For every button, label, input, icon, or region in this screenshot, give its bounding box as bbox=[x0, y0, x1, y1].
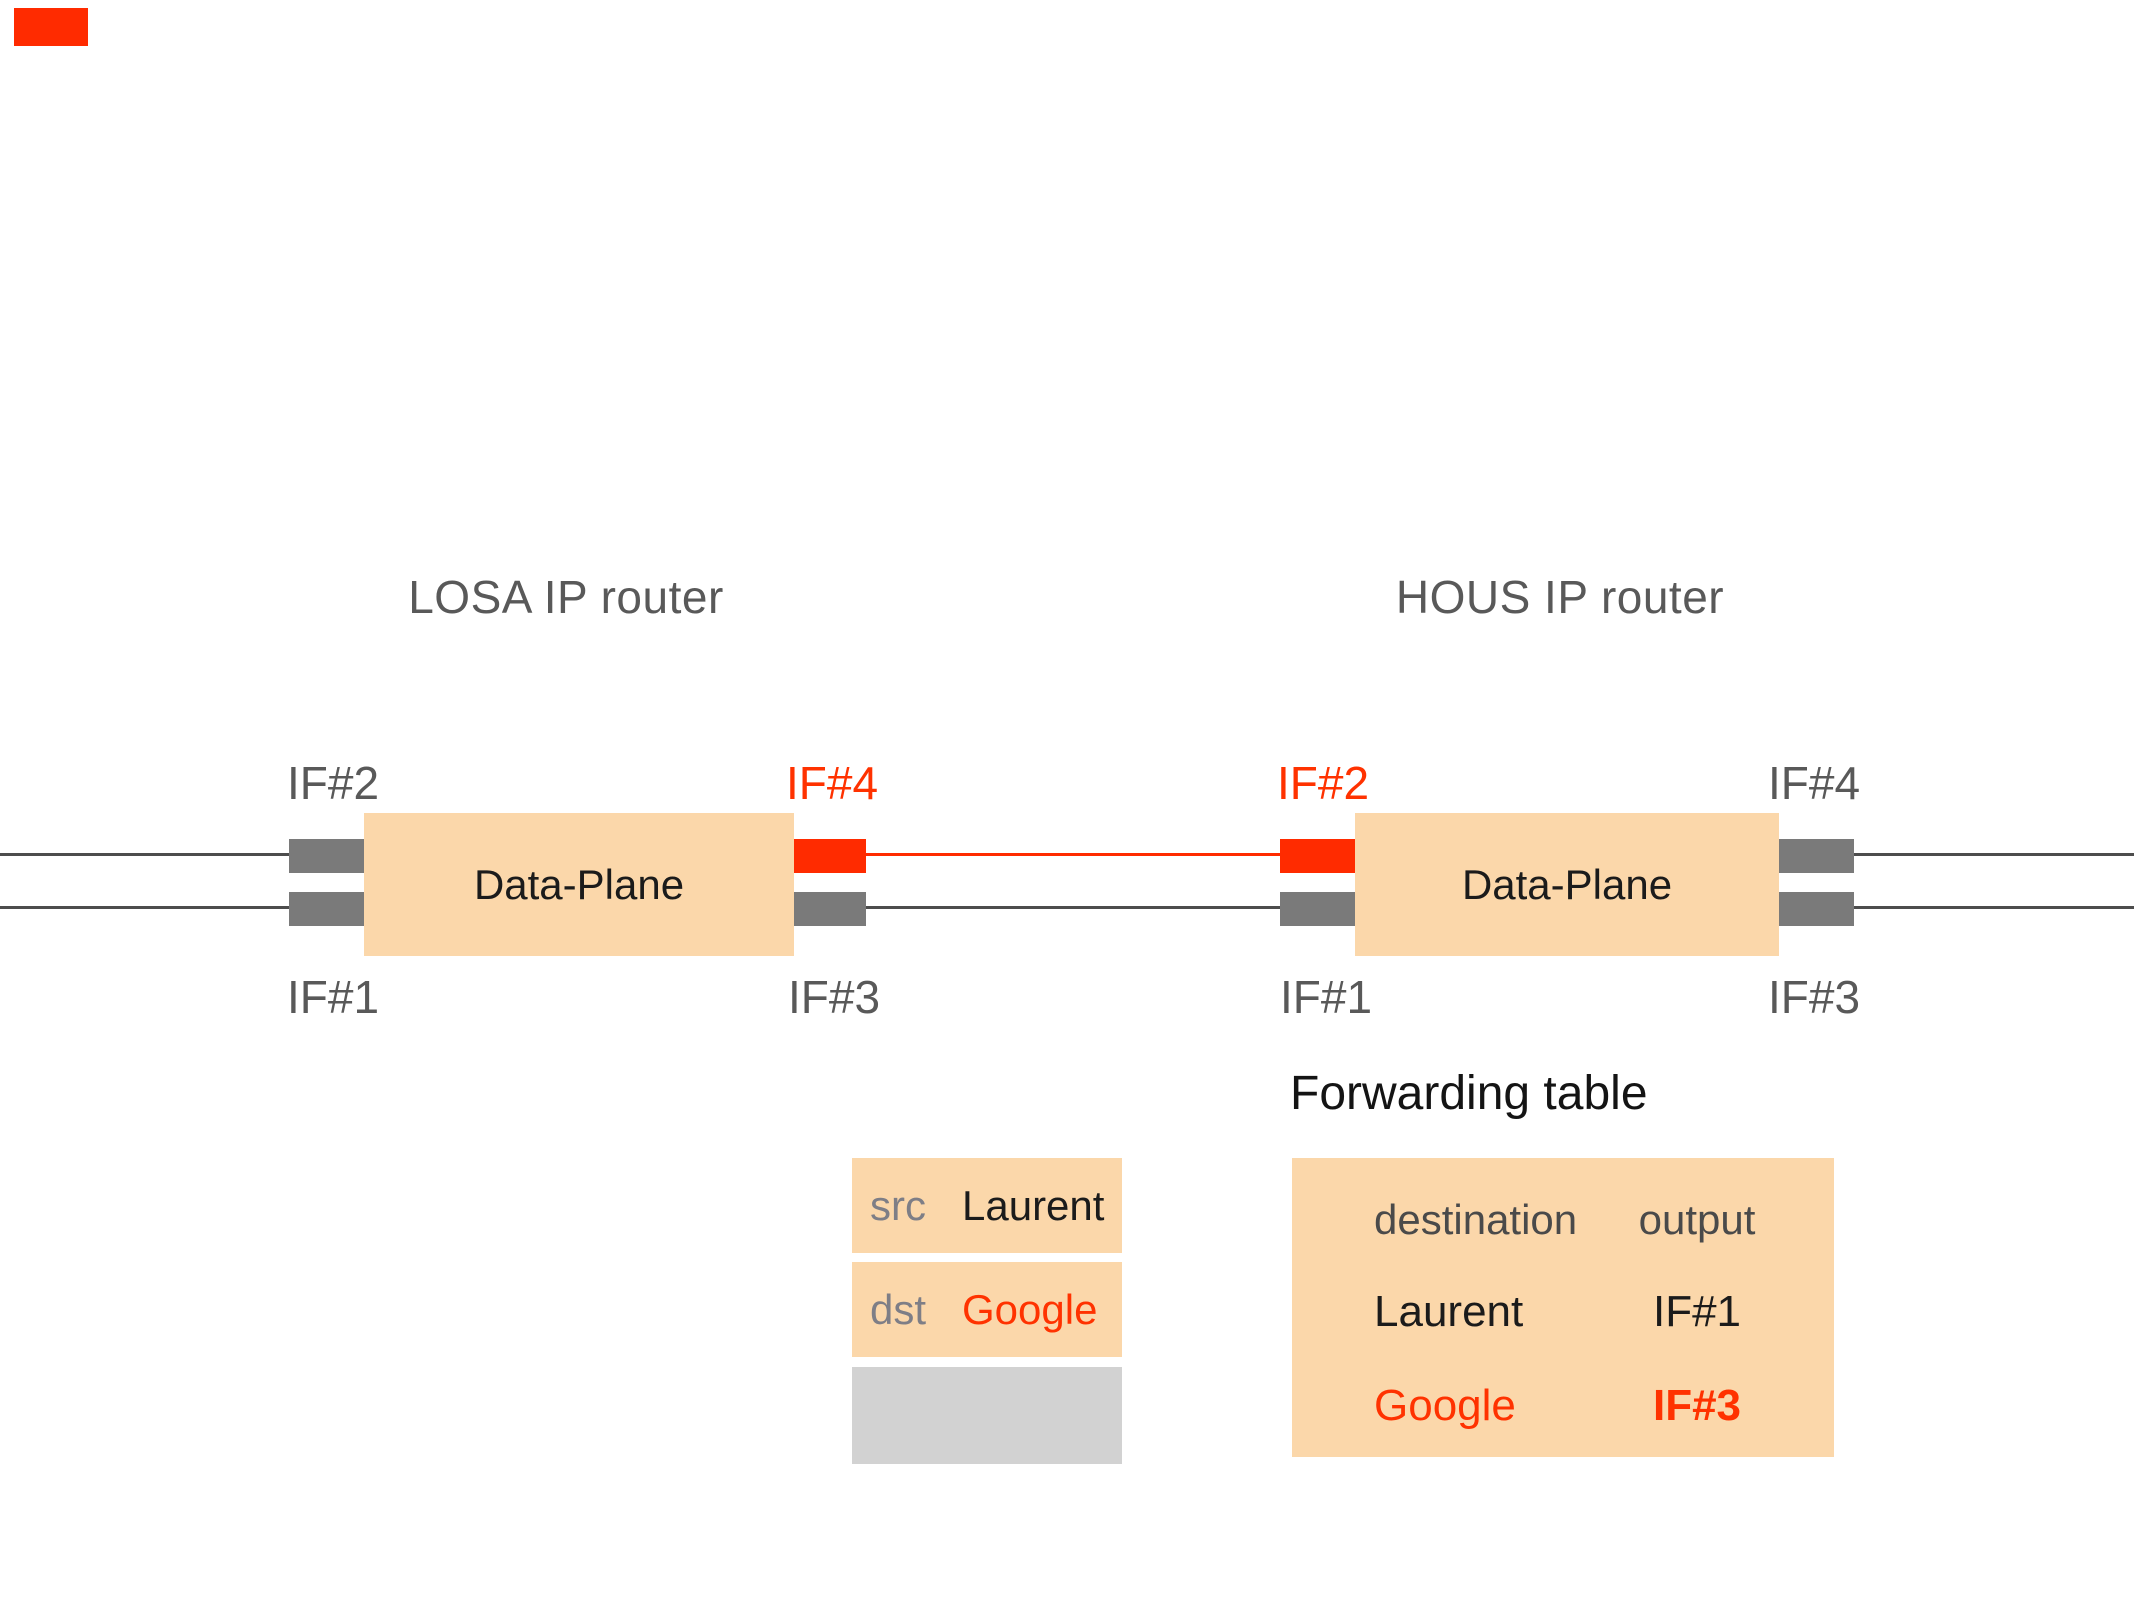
link-line-losa-hous-lower bbox=[866, 906, 1280, 909]
packet-marker-rect bbox=[14, 8, 88, 46]
forwarding-table-row-output: IF#3 bbox=[1652, 1381, 1742, 1430]
losa-if2-label: IF#2 bbox=[287, 757, 380, 809]
hous-if2-label: IF#2 bbox=[1277, 757, 1370, 809]
hous-if3-connector bbox=[1779, 892, 1854, 926]
packet-src-field: src Laurent bbox=[852, 1158, 1122, 1253]
link-line-left-upper bbox=[0, 853, 289, 856]
hous-if3-label: IF#3 bbox=[1768, 971, 1861, 1023]
hous-if2-connector-active bbox=[1280, 839, 1355, 873]
link-line-right-upper bbox=[1854, 853, 2134, 856]
hous-data-plane-label: Data-Plane bbox=[1461, 860, 1673, 908]
forwarding-table-header-output: output bbox=[1638, 1196, 1756, 1243]
losa-if3-connector bbox=[791, 892, 866, 926]
link-line-losa-hous-active bbox=[866, 853, 1280, 856]
forwarding-table-title: Forwarding table bbox=[1290, 1067, 1648, 1120]
hous-router-title: HOUS IP router bbox=[1395, 571, 1725, 623]
forwarding-table-row-destination: Google bbox=[1374, 1381, 1516, 1430]
losa-if1-connector bbox=[289, 892, 364, 926]
losa-data-plane-label: Data-Plane bbox=[473, 860, 685, 908]
link-line-right-lower bbox=[1854, 906, 2134, 909]
forwarding-table: destination output Laurent IF#1 Google I… bbox=[1292, 1158, 1834, 1457]
hous-if1-connector bbox=[1280, 892, 1355, 926]
losa-if3-label: IF#3 bbox=[788, 971, 881, 1023]
packet-dst-value: Google bbox=[962, 1285, 1098, 1333]
hous-if1-label: IF#1 bbox=[1280, 971, 1373, 1023]
losa-if2-connector bbox=[289, 839, 364, 873]
packet-src-label: src bbox=[870, 1181, 926, 1229]
losa-if4-connector-active bbox=[791, 839, 866, 873]
forwarding-table-header-destination: destination bbox=[1374, 1196, 1578, 1243]
hous-data-plane-box: Data-Plane bbox=[1355, 813, 1779, 956]
hous-if4-connector bbox=[1779, 839, 1854, 873]
packet-src-value: Laurent bbox=[962, 1181, 1105, 1229]
losa-router-title: LOSA IP router bbox=[408, 571, 724, 623]
packet-payload-field bbox=[852, 1367, 1122, 1464]
losa-data-plane-box: Data-Plane bbox=[364, 813, 794, 956]
hous-if4-label: IF#4 bbox=[1768, 757, 1861, 809]
packet-dst-field: dst Google bbox=[852, 1262, 1122, 1357]
losa-if1-label: IF#1 bbox=[287, 971, 380, 1023]
packet-dst-label: dst bbox=[870, 1285, 927, 1333]
forwarding-table-row-output: IF#1 bbox=[1652, 1287, 1742, 1336]
link-line-left-lower bbox=[0, 906, 289, 909]
forwarding-table-row-destination: Laurent bbox=[1374, 1287, 1524, 1336]
losa-if4-label: IF#4 bbox=[786, 757, 879, 809]
